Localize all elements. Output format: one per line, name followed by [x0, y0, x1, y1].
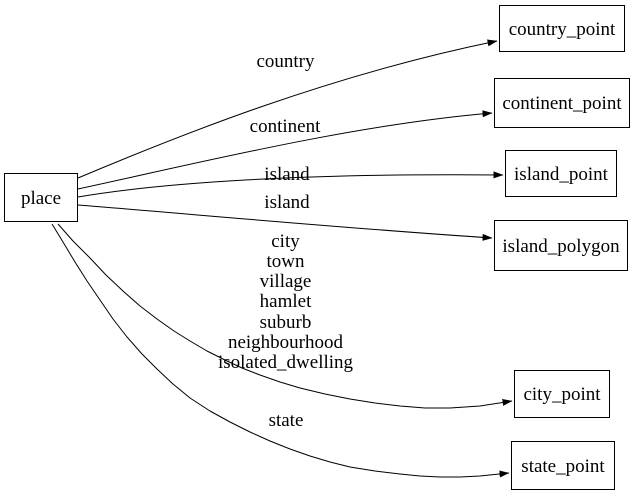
node-box-country-point	[499, 5, 625, 52]
node-box-continent-point	[494, 78, 630, 128]
edge-line-state	[51, 223, 510, 478]
edge-label-neighbourhood: neighbourhood	[228, 332, 344, 353]
edge-label-continent: continent	[250, 116, 321, 137]
node-label-country-point: country_point	[509, 19, 616, 40]
edges	[51, 39, 513, 478]
node-country-point: country_point	[499, 5, 625, 52]
edge-place-country-point	[77, 39, 498, 179]
node-box-place	[4, 173, 78, 222]
node-island-point: island_point	[505, 150, 617, 197]
edge-place-city-point	[57, 223, 513, 409]
node-box-island-point	[505, 150, 617, 197]
node-continent-point: continent_point	[494, 78, 630, 128]
edge-place-island-point	[77, 171, 504, 198]
edge-label-island-1: island	[264, 164, 310, 185]
edge-label-state: state	[269, 410, 304, 431]
node-label-continent-point: continent_point	[502, 93, 622, 114]
node-label-island-point: island_point	[514, 164, 609, 185]
edge-label-city: city	[271, 231, 300, 252]
edge-label-isolated-dwelling: isolated_dwelling	[218, 352, 354, 373]
edge-label-village: village	[260, 271, 312, 292]
edge-label-hamlet: hamlet	[260, 291, 312, 312]
edge-labels: country continent island island city tow…	[218, 51, 354, 431]
node-box-state-point	[511, 441, 615, 490]
edge-place-island-polygon	[77, 204, 493, 241]
nodes: place country_point continent_point isla…	[4, 5, 630, 490]
edge-label-city-stack: city town village hamlet suburb neighbou…	[218, 231, 354, 373]
node-state-point: state_point	[511, 441, 615, 490]
node-label-city-point: city_point	[523, 384, 601, 405]
node-city-point: city_point	[514, 370, 610, 418]
edge-place-state-point	[51, 223, 510, 478]
edge-line-city	[57, 223, 513, 409]
node-place: place	[4, 173, 78, 222]
edge-label-country: country	[256, 51, 315, 72]
edge-label-island-2: island	[264, 192, 310, 213]
edge-place-continent-point	[77, 110, 493, 190]
edge-line-country	[77, 39, 498, 179]
node-box-island-polygon	[494, 220, 628, 271]
node-label-place: place	[21, 188, 61, 209]
edge-line-island-polygon	[77, 204, 493, 241]
edge-label-suburb: suburb	[260, 312, 312, 333]
node-island-polygon: island_polygon	[494, 220, 628, 271]
edge-line-island-point	[77, 171, 504, 198]
node-box-city-point	[514, 370, 610, 418]
node-label-island-polygon: island_polygon	[502, 236, 620, 257]
edge-label-town: town	[267, 251, 306, 272]
node-label-state-point: state_point	[521, 456, 605, 477]
edge-line-continent	[77, 110, 493, 190]
